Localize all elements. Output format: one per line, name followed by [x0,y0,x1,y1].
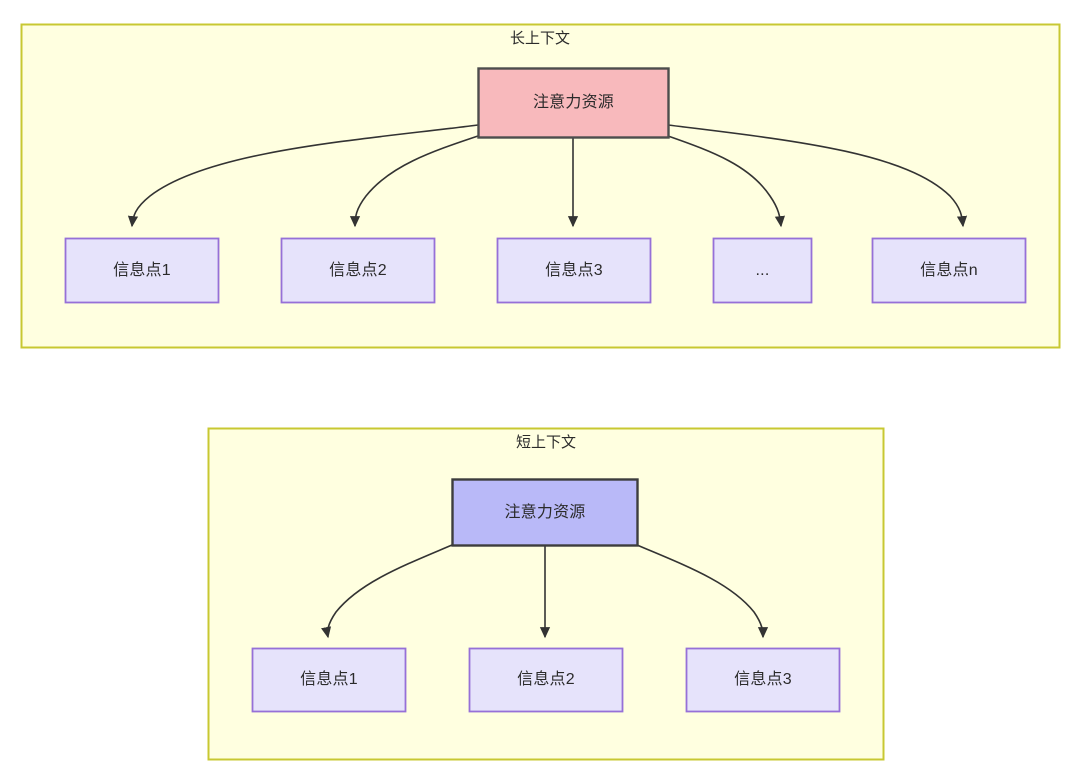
node-info-1-long[interactable] [64,237,220,304]
edge-root-to-info-ellipsis [667,135,785,228]
edge-root-to-info-n [667,124,968,228]
edge-root-to-info-3-short [636,544,769,639]
node-info-3-long[interactable] [496,237,652,304]
edges-long-context [127,124,968,228]
group-title-long-context: 长上下文 [509,30,570,47]
node-attention-short[interactable] [451,478,639,547]
edge-root-to-info-1-short [321,544,453,639]
edge-root-to-info-2 [349,135,479,228]
node-info-2-short[interactable] [468,647,624,713]
node-info-ellipsis-long[interactable] [712,237,813,304]
edges-short-context [321,544,769,639]
node-attention-long[interactable] [477,67,670,139]
node-info-2-long[interactable] [280,237,436,304]
node-info-n-long[interactable] [871,237,1027,304]
group-title-short-context: 短上下文 [515,434,576,451]
node-info-3-short[interactable] [685,647,841,713]
node-info-1-short[interactable] [251,647,407,713]
edge-root-to-info-1 [127,124,479,228]
